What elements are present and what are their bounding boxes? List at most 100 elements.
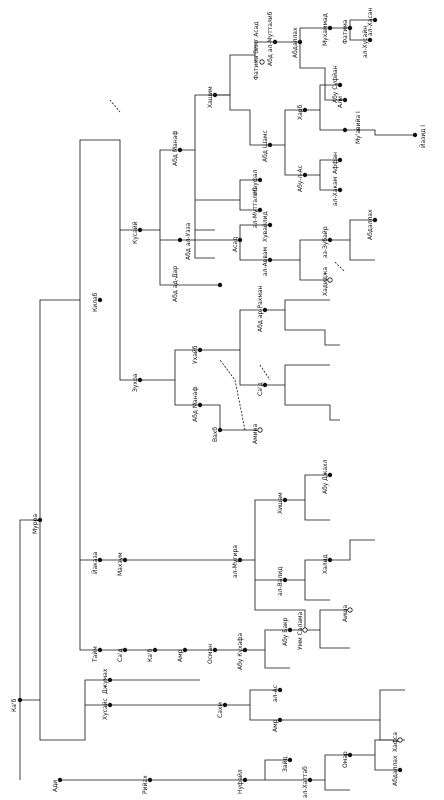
label-hafsa: Хафса xyxy=(392,732,399,752)
label-nufayl: Нуфайл xyxy=(237,769,244,794)
label-al-walid: ал-Валид xyxy=(277,567,284,596)
label-saad-t: Са'д xyxy=(117,648,124,662)
label-husayn: ал-Хусайн xyxy=(362,26,369,58)
label-root: Ка'б xyxy=(11,698,18,712)
node-al-hakam xyxy=(337,187,343,193)
label-aisha: Аиша xyxy=(342,605,349,622)
label-abdallah-ibn-zubayr: Абдаллах xyxy=(367,209,374,240)
node-murra xyxy=(37,517,43,523)
label-abd-al-rahman: Абд ар-Рахман xyxy=(257,285,264,332)
label-khuwaylid: Хувайлид xyxy=(262,211,269,242)
node-awwam xyxy=(267,257,273,263)
label-abu-bakr: Абу Бакр xyxy=(282,617,289,646)
label-kab-t: Ка'б xyxy=(147,648,154,662)
label-makhzum: Махзум xyxy=(117,552,124,576)
label-affan: Аффан xyxy=(332,152,339,174)
label-muawiya: Му'авийа I xyxy=(355,111,362,144)
node-sahm xyxy=(222,702,228,708)
label-zuhra: Зухра xyxy=(132,373,139,392)
node-adiyy xyxy=(57,777,63,783)
label-harb: Харб xyxy=(297,104,304,120)
label-awwam: ал-Аввам xyxy=(262,247,269,276)
label-al-as: ал-Ас xyxy=(272,685,279,702)
label-abu-jahl: Абу Джахл xyxy=(322,459,329,494)
node-abd-al-dar xyxy=(217,282,223,288)
label-abd-shams: Абд Шамс xyxy=(262,130,269,162)
label-yaqaza: Йаказа xyxy=(92,551,99,574)
node-abd-shams xyxy=(267,142,273,148)
label-amina: Амина xyxy=(252,424,259,444)
node-muawiya xyxy=(342,127,348,133)
label-abu-quhafa: Абу Кухафа xyxy=(237,633,244,670)
node-hashim xyxy=(212,92,218,98)
label-amr: Амр xyxy=(177,649,184,662)
label-abu-al-as: Абу-л-Ас xyxy=(297,165,304,192)
label-abd-al-uzza: Абд ал-Узза xyxy=(185,222,192,260)
node-nawfal xyxy=(257,177,263,183)
label-riyah: Рийах xyxy=(142,775,149,794)
node-aisha xyxy=(347,607,353,613)
node-abdallah xyxy=(297,39,303,45)
node-riyah xyxy=(147,777,153,783)
label-abd-al-dar: Абд ад-Дар xyxy=(172,266,179,302)
node-abd-manaf-z xyxy=(197,402,203,408)
label-muhammad: Мухаммад xyxy=(322,13,329,46)
node-saad-t xyxy=(122,647,128,653)
label-asad: Асад xyxy=(232,237,239,252)
node-al-khattab xyxy=(307,777,313,783)
label-sahm: Сахм xyxy=(217,702,224,718)
node-abu-bakr xyxy=(287,627,293,633)
node-hisham xyxy=(282,497,288,503)
label-hashim: Хашим xyxy=(207,86,214,108)
node-yazid xyxy=(412,132,418,138)
node-abdallah-ibn-zubayr xyxy=(372,217,378,223)
node-yaqaza xyxy=(97,557,103,563)
label-umm-salama: Умм Салама xyxy=(297,611,304,650)
node-harb xyxy=(302,107,308,113)
marriage-links xyxy=(109,99,346,431)
node-abu-quhafa xyxy=(242,647,248,653)
label-kilab: Килаб xyxy=(92,292,99,312)
label-ali: Али xyxy=(337,96,344,108)
node-kab-t xyxy=(152,647,158,653)
node-abd-al-rahman xyxy=(262,307,268,313)
label-yazid: Йазид I xyxy=(420,125,427,148)
node-al-walid xyxy=(282,577,288,583)
tree-nodes xyxy=(17,17,418,783)
node-jumah xyxy=(107,677,113,683)
label-muttalib: ал-Мутталиб xyxy=(252,187,259,228)
node-kusayy xyxy=(137,227,143,233)
label-husays: Хусайс xyxy=(102,698,109,720)
node-fatima-bint-asad xyxy=(259,59,265,65)
node-muhammad xyxy=(327,25,333,31)
node-abd-al-uzza xyxy=(177,237,183,243)
node-abd-manaf xyxy=(177,147,183,153)
node-affan xyxy=(337,157,343,163)
node-saad xyxy=(262,382,268,388)
node-abu-al-as xyxy=(302,172,308,178)
label-uhayb: Ухайб xyxy=(192,345,199,364)
label-umar: Омар xyxy=(342,751,349,768)
label-murra: Мурра xyxy=(32,514,39,534)
label-zayd: Зайд xyxy=(282,756,289,772)
node-amr xyxy=(182,647,188,653)
label-abd-manaf-z: Абд Манаф xyxy=(192,387,199,422)
label-al-mughira: ал-Мугира xyxy=(232,545,239,578)
tree-labels: Ка'б Мурра Килаб Кусайй Абд Манаф Хашим … xyxy=(11,8,427,798)
label-adiyy: Ади xyxy=(52,780,59,792)
label-abd-manaf: Абд Манаф xyxy=(172,131,179,166)
label-jumah: Джумах xyxy=(102,668,109,694)
node-hasan xyxy=(372,17,378,23)
node-amr-as xyxy=(277,717,283,723)
node-al-mughira xyxy=(237,557,243,563)
node-asad xyxy=(237,237,243,243)
label-hisham: Хишам xyxy=(277,492,284,514)
node-zayd xyxy=(287,757,293,763)
node-makhzum xyxy=(122,557,128,563)
node-uhayb xyxy=(197,347,203,353)
node-abu-sufyan xyxy=(337,82,343,88)
node-zubayr xyxy=(327,237,333,243)
label-hasan: ал-Хасан xyxy=(367,8,374,36)
